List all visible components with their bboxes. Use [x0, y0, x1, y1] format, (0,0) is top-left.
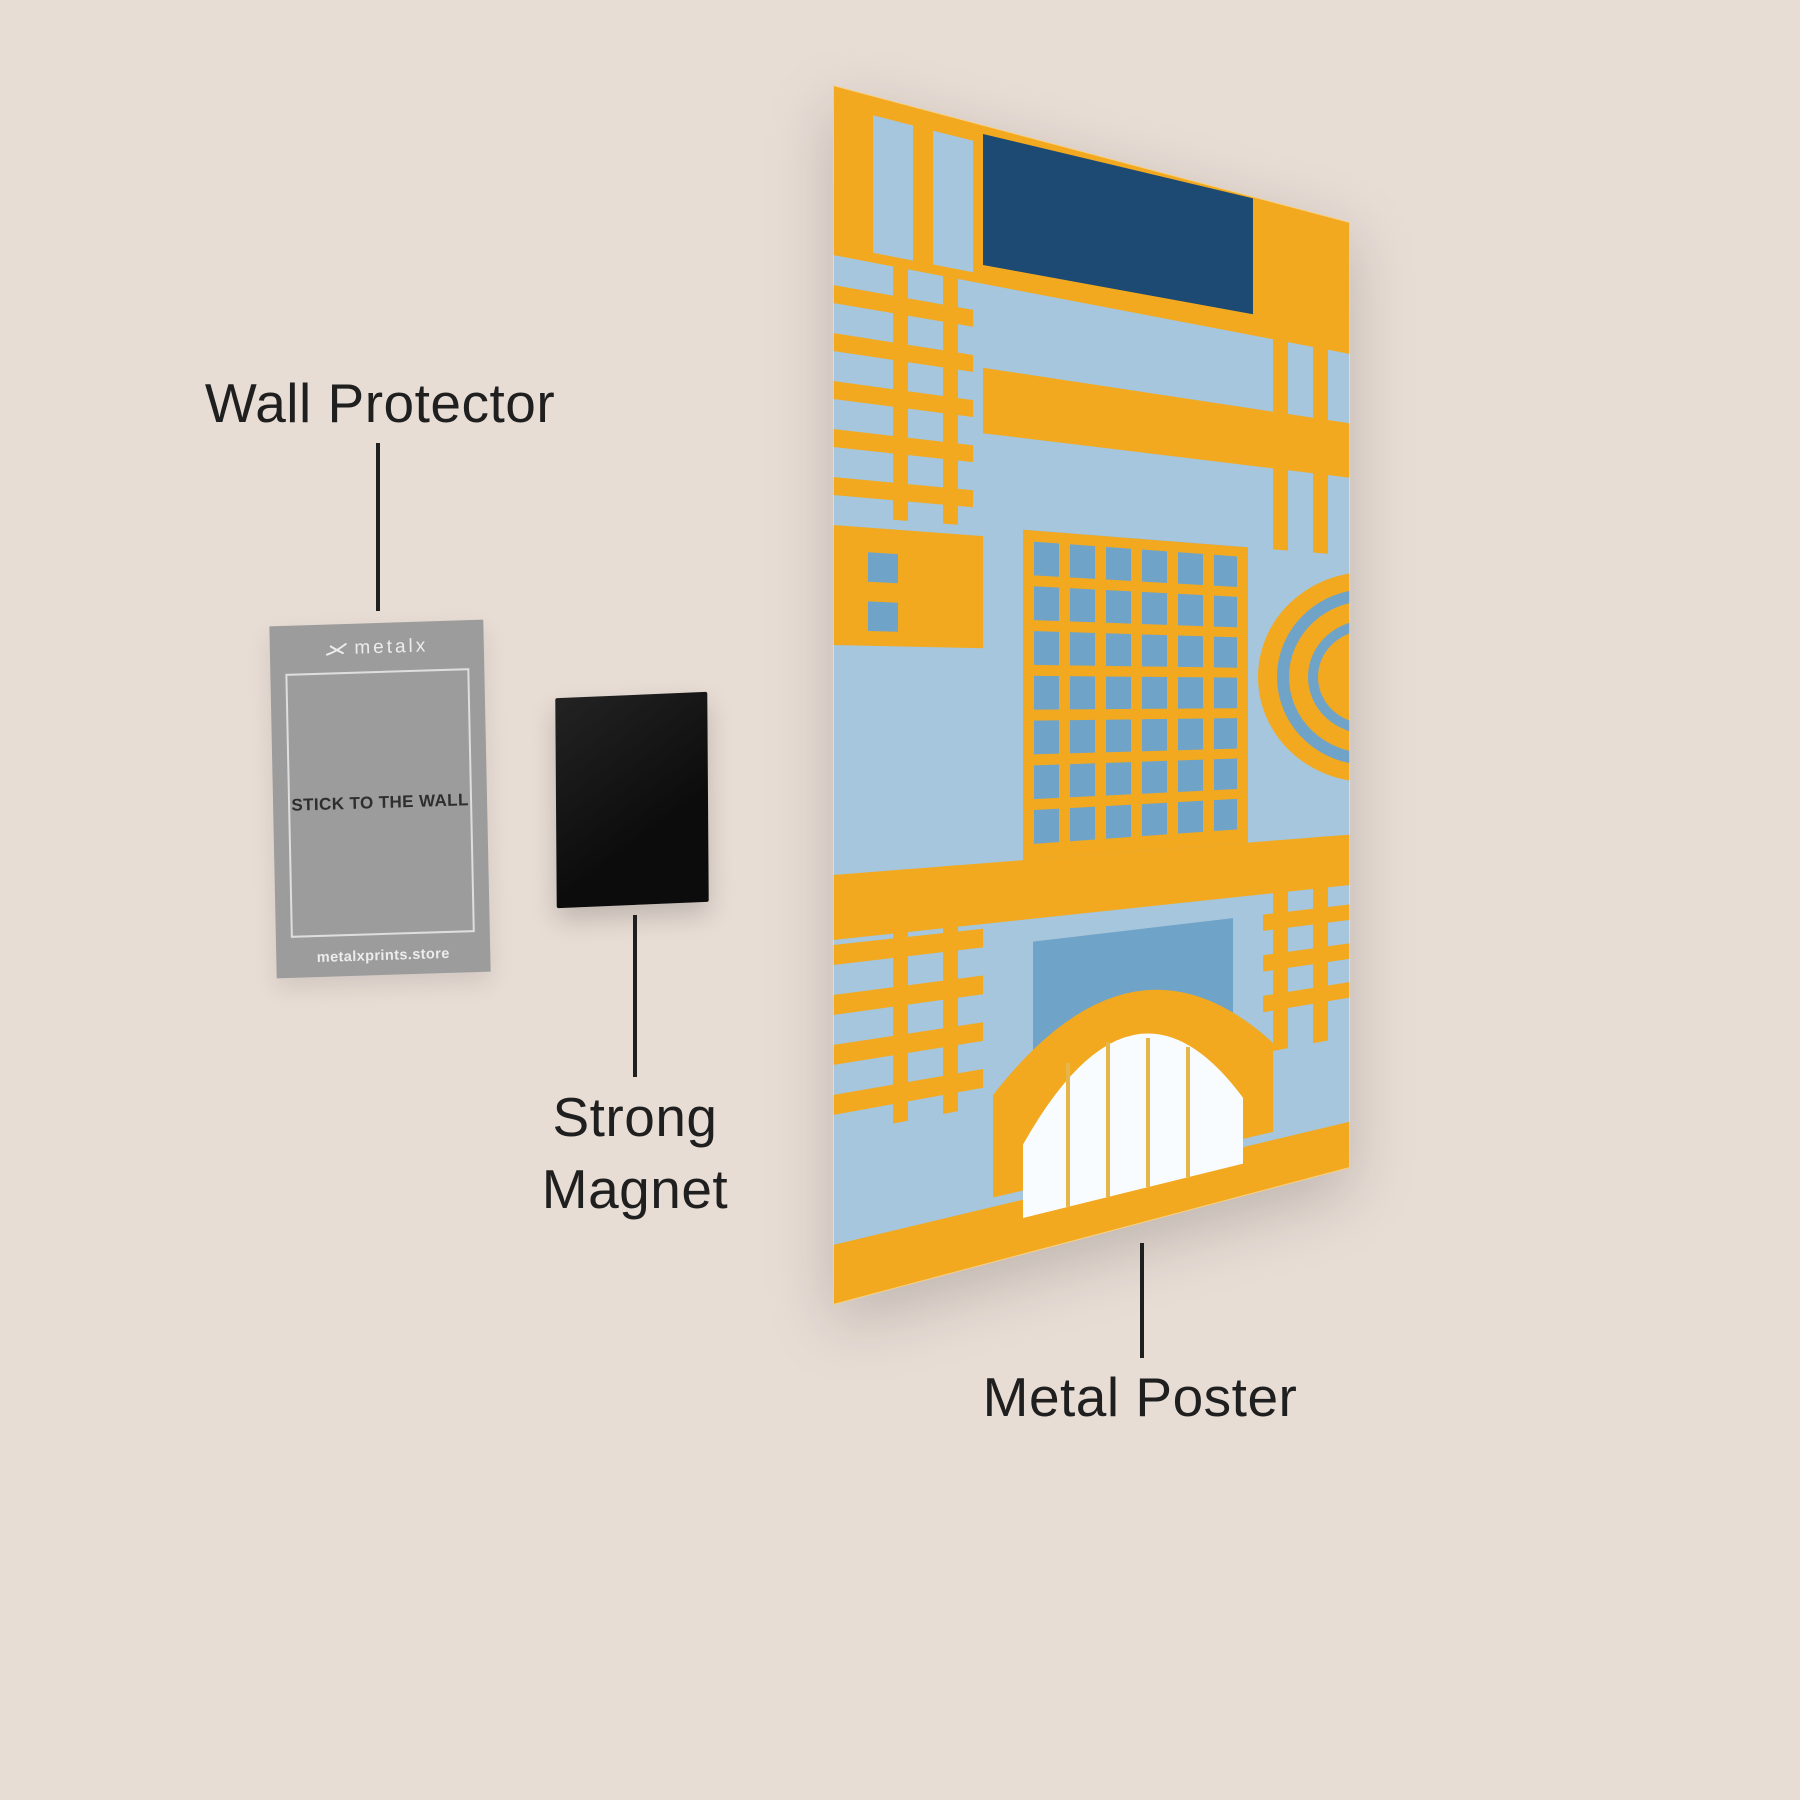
wall-protector-instruction: STICK TO THE WALL	[291, 790, 469, 815]
wall-protector-label: Wall Protector	[204, 372, 556, 434]
poster-cylinder	[1258, 572, 1350, 782]
magnet-swatch	[555, 691, 709, 909]
strong-magnet-label: Strong Magnet	[541, 1086, 729, 1220]
wall-protector-website: metalxprints.store	[316, 945, 450, 967]
callout-line-metal-poster	[1140, 1243, 1144, 1358]
poster-arch-window	[993, 989, 1273, 1218]
wall-protector-brand-row: metalx	[270, 634, 484, 663]
poster-right-slats-lower	[1263, 904, 1350, 1013]
poster-left-slats-lower	[833, 928, 983, 1115]
callout-line-wall-protector	[376, 443, 380, 611]
poster-skylight	[983, 134, 1253, 315]
metal-poster-label: Metal Poster	[982, 1366, 1298, 1428]
wall-protector-frame: STICK TO THE WALL	[285, 668, 475, 938]
poster-pilasters-upper	[893, 266, 1328, 554]
brand-name: metalx	[354, 635, 429, 659]
metalx-logo-icon	[325, 642, 347, 656]
callout-line-strong-magnet	[633, 915, 637, 1077]
poster-coffer-grid	[1023, 529, 1248, 861]
wall-protector-card: metalx STICK TO THE WALL metalxprints.st…	[269, 619, 491, 979]
metal-poster-artwork	[833, 85, 1350, 1305]
